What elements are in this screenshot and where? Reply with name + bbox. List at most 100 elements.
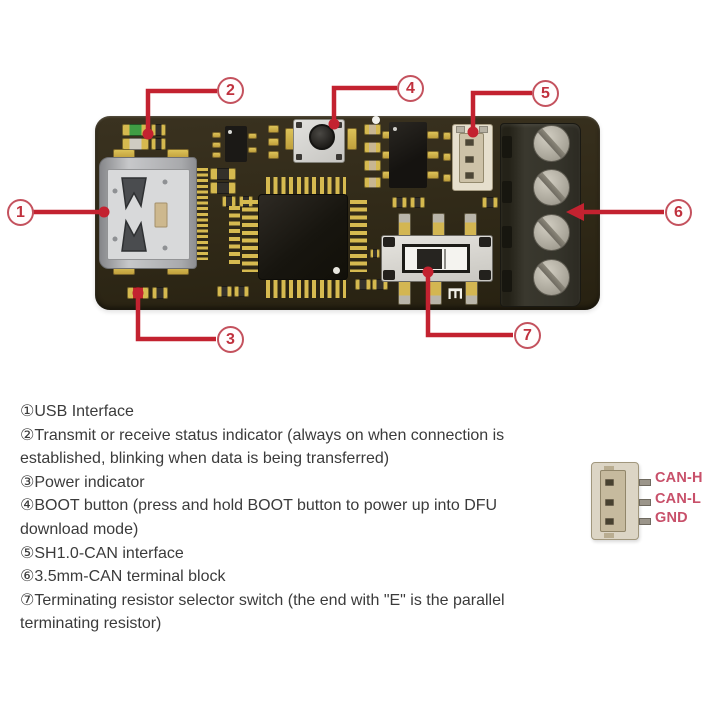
pad [212, 142, 221, 148]
switch-actuator [417, 249, 442, 269]
switch-notch [444, 249, 446, 269]
test-pad-comb [229, 206, 240, 266]
terminal-slot [502, 136, 512, 158]
mcu-leads [266, 177, 346, 195]
terminal-screw [533, 169, 570, 206]
status-led-green [122, 124, 149, 136]
legend-item-status-led: ②Transmit or receive status indicator (a… [20, 426, 505, 468]
pad [268, 151, 279, 159]
pad [268, 138, 279, 146]
chip-dot [393, 127, 397, 131]
can-pinout-diagram: CAN-H CAN-L GND [588, 456, 720, 552]
passive-component [217, 286, 232, 297]
callout-circle-2: 2 [217, 77, 244, 104]
pad [427, 151, 439, 159]
pad [347, 128, 357, 150]
passive-component [234, 286, 249, 297]
connector-pin-slot [465, 156, 474, 163]
pad [248, 147, 257, 153]
pad [427, 131, 439, 139]
legend: ①USB Interface ②Transmit or receive stat… [20, 400, 680, 636]
switch-tab [479, 270, 491, 280]
capacitor [364, 124, 381, 135]
button-corner [296, 154, 302, 160]
switch-post [429, 280, 442, 305]
power-led-red [127, 287, 149, 299]
pinout-pin [639, 518, 651, 525]
passive-component [210, 182, 236, 194]
button-corner [296, 122, 302, 128]
connector-clip [479, 126, 488, 133]
passive-component [151, 138, 166, 150]
button-corner [336, 122, 342, 128]
legend-item-usb: ①USB Interface [20, 403, 134, 420]
connector-pin-slot [465, 139, 474, 146]
pinout-pin [639, 479, 651, 486]
legend-item-term-switch: ⑦Terminating resistor selector switch (t… [20, 591, 505, 633]
callout-circle-4: 4 [397, 75, 424, 102]
switch-tab [383, 270, 395, 280]
passive-component [210, 168, 236, 180]
pinout-tab [604, 533, 614, 538]
pinout-pin-slot [605, 499, 614, 506]
status-led [122, 138, 149, 150]
legend-item-terminal-block: ⑥3.5mm-CAN terminal block [20, 568, 226, 586]
pin-label-gnd: GND [655, 510, 688, 526]
legend-item-boot-button: ④BOOT button (press and hold BOOT button… [20, 497, 498, 538]
pad [443, 174, 451, 182]
callout-circle-6: 6 [665, 199, 692, 226]
pad [268, 125, 279, 133]
passive-component [410, 197, 425, 208]
pinout-pin-slot [605, 479, 614, 486]
chip-dot [228, 130, 232, 134]
pad [443, 153, 451, 161]
connector-pin-slot [465, 172, 474, 179]
passive-component [151, 124, 166, 136]
pad [248, 133, 257, 139]
pinout-tab [604, 466, 614, 471]
capacitor [364, 177, 381, 188]
connector-clip [456, 126, 465, 133]
terminal-slot [502, 270, 512, 292]
callout-circle-7: 7 [514, 322, 541, 349]
legend-item-sh-can: ⑤SH1.0-CAN interface [20, 544, 184, 562]
pinout-pin-slot [605, 518, 614, 525]
passive-component [392, 197, 407, 208]
legend-item-power-led: ③Power indicator [20, 473, 145, 491]
passive-component [370, 249, 380, 258]
terminal-screw [533, 125, 570, 162]
usb-inner-plate [107, 169, 190, 260]
pad [427, 171, 439, 179]
mcu-leads [266, 280, 346, 298]
passive-component [152, 287, 168, 299]
terminal-screw [533, 214, 570, 251]
mcu-pin1-dot [333, 267, 340, 274]
mcu-leads [350, 200, 367, 272]
pinout-pin [639, 499, 651, 506]
mcu-leads [242, 200, 259, 272]
callout-circle-5: 5 [532, 80, 559, 107]
terminator-e-marking: E [443, 287, 465, 300]
mcu-chip [258, 194, 348, 280]
fiducial-dot [372, 116, 380, 124]
capacitor [364, 142, 381, 153]
pin-label-can-h: CAN-H [655, 470, 703, 486]
passive-component [482, 197, 498, 208]
terminal-slot [502, 181, 512, 203]
usb-contacts-graphic [112, 177, 168, 252]
button-corner [336, 154, 342, 160]
pad [443, 132, 451, 140]
boot-button-cap [309, 124, 335, 150]
callout-circle-1: 1 [7, 199, 34, 226]
switch-tab [383, 237, 395, 247]
terminal-slot [502, 226, 512, 248]
switch-post [398, 280, 411, 305]
capacitor [364, 160, 381, 171]
pad [212, 132, 221, 138]
switch-tab [479, 237, 491, 247]
pad [212, 152, 221, 158]
pin-label-can-l: CAN-L [655, 491, 702, 507]
terminal-screw [533, 259, 570, 296]
regulator-chip [225, 126, 247, 162]
